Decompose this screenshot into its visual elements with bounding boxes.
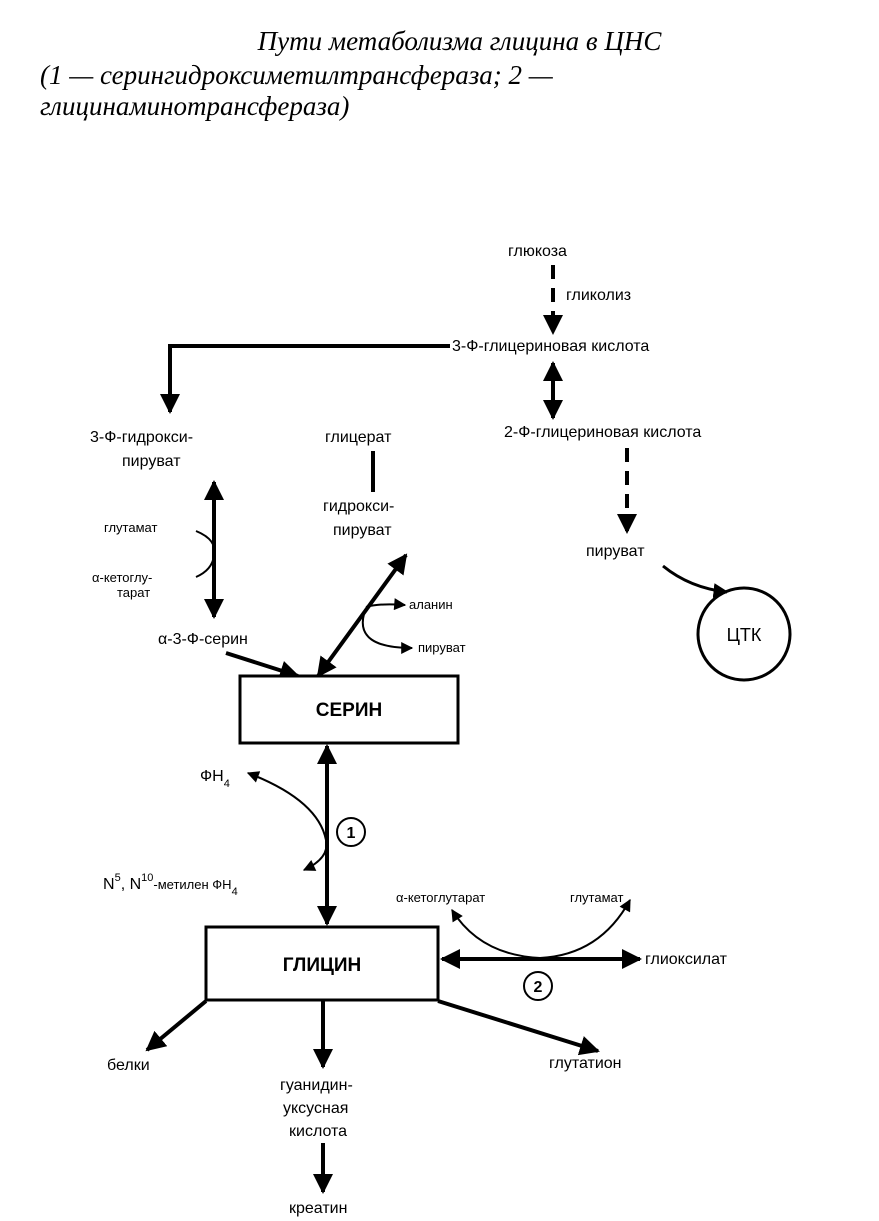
arrow-glycine-to-glutathione: [437, 999, 600, 1056]
cofactor-arrow-alanine: [365, 598, 407, 611]
node-glucose: глюкоза: [508, 243, 567, 260]
node-gaa-l1: гуанидин-: [280, 1077, 353, 1094]
node-creatine: креатин: [289, 1200, 347, 1217]
node-gaa-l2: уксусная: [283, 1100, 348, 1117]
node-tca: ЦТК: [727, 625, 762, 645]
enzyme-1-circle: [336, 817, 366, 847]
node-pyruvate-right: пируват: [418, 640, 466, 655]
arrow-glycine-to-proteins: [145, 999, 208, 1052]
node-phosphohydroxypyruvate-l2: пируват: [122, 453, 181, 470]
node-akg-right: α-кетоглутарат: [396, 890, 485, 905]
cofactor-curve-glutamate-akg: [195, 530, 216, 578]
node-akg-left-l1: α-кетоглу-: [92, 570, 152, 585]
node-methylene-thf: N5, N10-метилен ФН4: [103, 872, 238, 898]
node-phosphoserine: α-3-Ф-серин: [158, 631, 248, 648]
label-glycolysis: гликолиз: [566, 287, 631, 304]
node-glycerate: глицерат: [325, 429, 392, 446]
node-serine: СЕРИН: [316, 700, 382, 721]
glycine-box: [204, 925, 440, 1002]
node-proteins: белки: [107, 1057, 150, 1074]
node-glyoxylate: глиоксилат: [645, 951, 728, 968]
arrow-hydroxypyruvate-serine: [316, 553, 408, 678]
node-hydroxypyruvate-l1: гидрокси-: [323, 498, 394, 515]
enzyme-2-label: 2: [534, 979, 543, 996]
cofactor-arrow-methylene-thf: [302, 839, 328, 871]
cofactor-arrow-akg-right: [451, 908, 541, 959]
enzyme-2-circle: [523, 971, 553, 1001]
node-gaa-l3: кислота: [289, 1123, 347, 1140]
diagram-title: Пути метаболизма глицина в ЦНС: [257, 26, 662, 56]
node-thf: ФН4: [200, 768, 230, 790]
diagram-legend: (1 — серингидроксиметилтрансфераза; 2 — …: [40, 60, 553, 121]
tca-cycle-circle: [696, 586, 792, 682]
node-2-phosphoglycerate: 2-Ф-глицериновая кислота: [504, 424, 701, 441]
cofactor-arrow-pyruvate: [361, 613, 414, 654]
node-hydroxypyruvate-l2: пируват: [333, 522, 392, 539]
serine-box: [238, 674, 460, 745]
enzyme-1-label: 1: [347, 825, 356, 842]
node-pyruvate-top: пируват: [586, 543, 645, 560]
arrow-pyruvate-to-tca: [662, 564, 729, 599]
node-glycine: ГЛИЦИН: [283, 955, 362, 976]
node-glutamate-left: глутамат: [104, 520, 157, 535]
node-3-phosphoglycerate: 3-Ф-глицериновая кислота: [452, 338, 649, 355]
node-alanine: аланин: [409, 597, 453, 612]
node-glutathione: глутатион: [549, 1055, 622, 1072]
node-glutamate-right: глутамат: [570, 890, 623, 905]
arrow-phosphoserine-to-serine: [225, 651, 300, 681]
cofactor-arrow-thf: [246, 771, 327, 841]
node-akg-left-l2: тарат: [117, 585, 150, 600]
node-phosphohydroxypyruvate-l1: 3-Ф-гидрокси-: [90, 429, 193, 446]
cofactor-arrow-glutamate-right: [539, 898, 631, 959]
arrow-3pga-to-phosphohydroxypyruvate: [160, 344, 450, 414]
